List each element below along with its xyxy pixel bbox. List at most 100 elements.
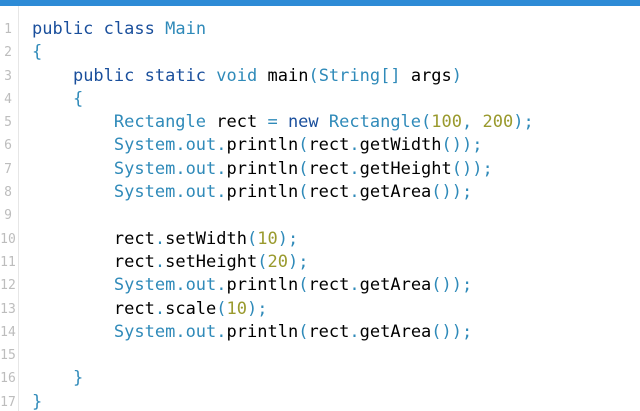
code-line[interactable]: 9: [0, 204, 640, 227]
code-token: [32, 182, 114, 202]
code-token: ());: [431, 275, 473, 296]
code-token: rect: [308, 321, 350, 342]
line-text: public class Main: [32, 18, 206, 41]
code-token: ());: [451, 158, 493, 179]
code-token: public: [72, 65, 135, 86]
line-text: rect.setHeight(20);: [32, 251, 309, 274]
code-token: setHeight: [165, 251, 258, 272]
code-line[interactable]: 1 public class Main: [0, 18, 640, 41]
code-token: ,: [462, 112, 483, 133]
code-line[interactable]: 10 rect.setWidth(10);: [0, 228, 640, 251]
code-token: }: [72, 368, 84, 389]
code-line[interactable]: 4 {: [0, 88, 640, 111]
code-token: (: [298, 158, 309, 179]
line-number: 12: [0, 278, 16, 294]
code-token: [32, 159, 114, 179]
code-token: rect: [308, 182, 350, 203]
code-token: [93, 19, 103, 39]
code-token: [32, 275, 114, 295]
code-token: []: [380, 65, 401, 86]
code-token: (: [216, 298, 227, 319]
code-token: [206, 66, 216, 86]
code-token: void: [216, 65, 258, 86]
code-line[interactable]: 12 System.out.println(rect.getArea());: [0, 274, 640, 297]
code-token: [319, 112, 329, 132]
code-token: [134, 66, 144, 86]
code-token: rect: [308, 135, 350, 156]
code-token: (: [298, 182, 309, 203]
code-line[interactable]: 14 System.out.println(rect.getArea());: [0, 321, 640, 344]
code-line[interactable]: 17}: [0, 391, 640, 411]
line-number: 2: [4, 45, 12, 61]
code-line[interactable]: 16 }: [0, 367, 640, 390]
line-number: 15: [0, 348, 16, 364]
editor-top-bar: [0, 0, 640, 6]
code-token: ());: [431, 182, 473, 203]
line-text: }: [32, 391, 42, 411]
code-token: public: [32, 19, 94, 39]
code-token: (: [298, 275, 309, 296]
code-line[interactable]: 2{: [0, 41, 640, 64]
code-token: [32, 299, 114, 319]
code-token: System: [113, 275, 176, 296]
code-token: setWidth: [165, 228, 247, 249]
code-token: rect: [206, 112, 268, 133]
code-token: 10: [226, 298, 248, 319]
line-number: 9: [4, 208, 12, 224]
code-token: args: [400, 65, 452, 86]
code-token: .: [216, 321, 227, 342]
code-token: (: [246, 228, 258, 249]
code-line[interactable]: 8 System.out.println(rect.getArea());: [0, 181, 640, 204]
line-number: 7: [4, 161, 12, 177]
code-token: .: [175, 321, 186, 342]
code-token: .: [154, 251, 166, 272]
code-token: [32, 322, 114, 342]
code-token: [32, 89, 73, 109]
code-token: println: [226, 182, 299, 203]
code-token: println: [226, 158, 299, 179]
code-token: [32, 135, 114, 155]
code-token: .: [175, 135, 186, 156]
code-token: String: [318, 65, 381, 86]
line-number: 4: [4, 91, 12, 107]
code-line[interactable]: 11 rect.setHeight(20);: [0, 251, 640, 274]
code-token: );: [513, 112, 534, 133]
code-token: 10: [257, 228, 278, 249]
code-token: );: [277, 228, 299, 249]
code-line[interactable]: 6 System.out.println(rect.getWidth());: [0, 134, 640, 157]
line-number: 1: [4, 22, 12, 37]
code-line[interactable]: 5 Rectangle rect = new Rectangle(100, 20…: [0, 111, 640, 134]
code-token: scale: [165, 298, 217, 319]
code-token: .: [349, 182, 360, 203]
code-token: println: [226, 275, 299, 296]
code-token: println: [226, 321, 299, 342]
code-token: [32, 66, 73, 86]
code-token: .: [175, 158, 186, 179]
code-token: 200: [482, 112, 514, 133]
code-token: [278, 112, 288, 132]
code-token: getHeight: [359, 158, 452, 179]
code-token: =: [267, 112, 278, 133]
code-line[interactable]: 13 rect.scale(10);: [0, 298, 640, 321]
code-line[interactable]: 15: [0, 344, 640, 367]
code-token: {: [32, 42, 43, 63]
code-token: .: [175, 182, 186, 203]
code-line[interactable]: 3 public static void main(String[] args): [0, 65, 640, 88]
line-number: 10: [0, 231, 16, 247]
line-text: {: [32, 41, 42, 64]
code-token: rect: [308, 158, 350, 179]
code-token: 20: [267, 251, 288, 272]
code-token: (: [421, 112, 432, 133]
line-number: 14: [0, 324, 16, 340]
code-token: Rectangle: [328, 112, 422, 133]
code-token: out: [185, 158, 217, 179]
line-text: }: [32, 367, 83, 390]
code-line[interactable]: 7 System.out.println(rect.getHeight());: [0, 158, 640, 181]
code-token: rect: [113, 228, 155, 249]
code-token: .: [216, 135, 227, 156]
line-text: {: [32, 88, 83, 111]
code-token: println: [226, 135, 299, 156]
code-token: out: [185, 275, 217, 296]
